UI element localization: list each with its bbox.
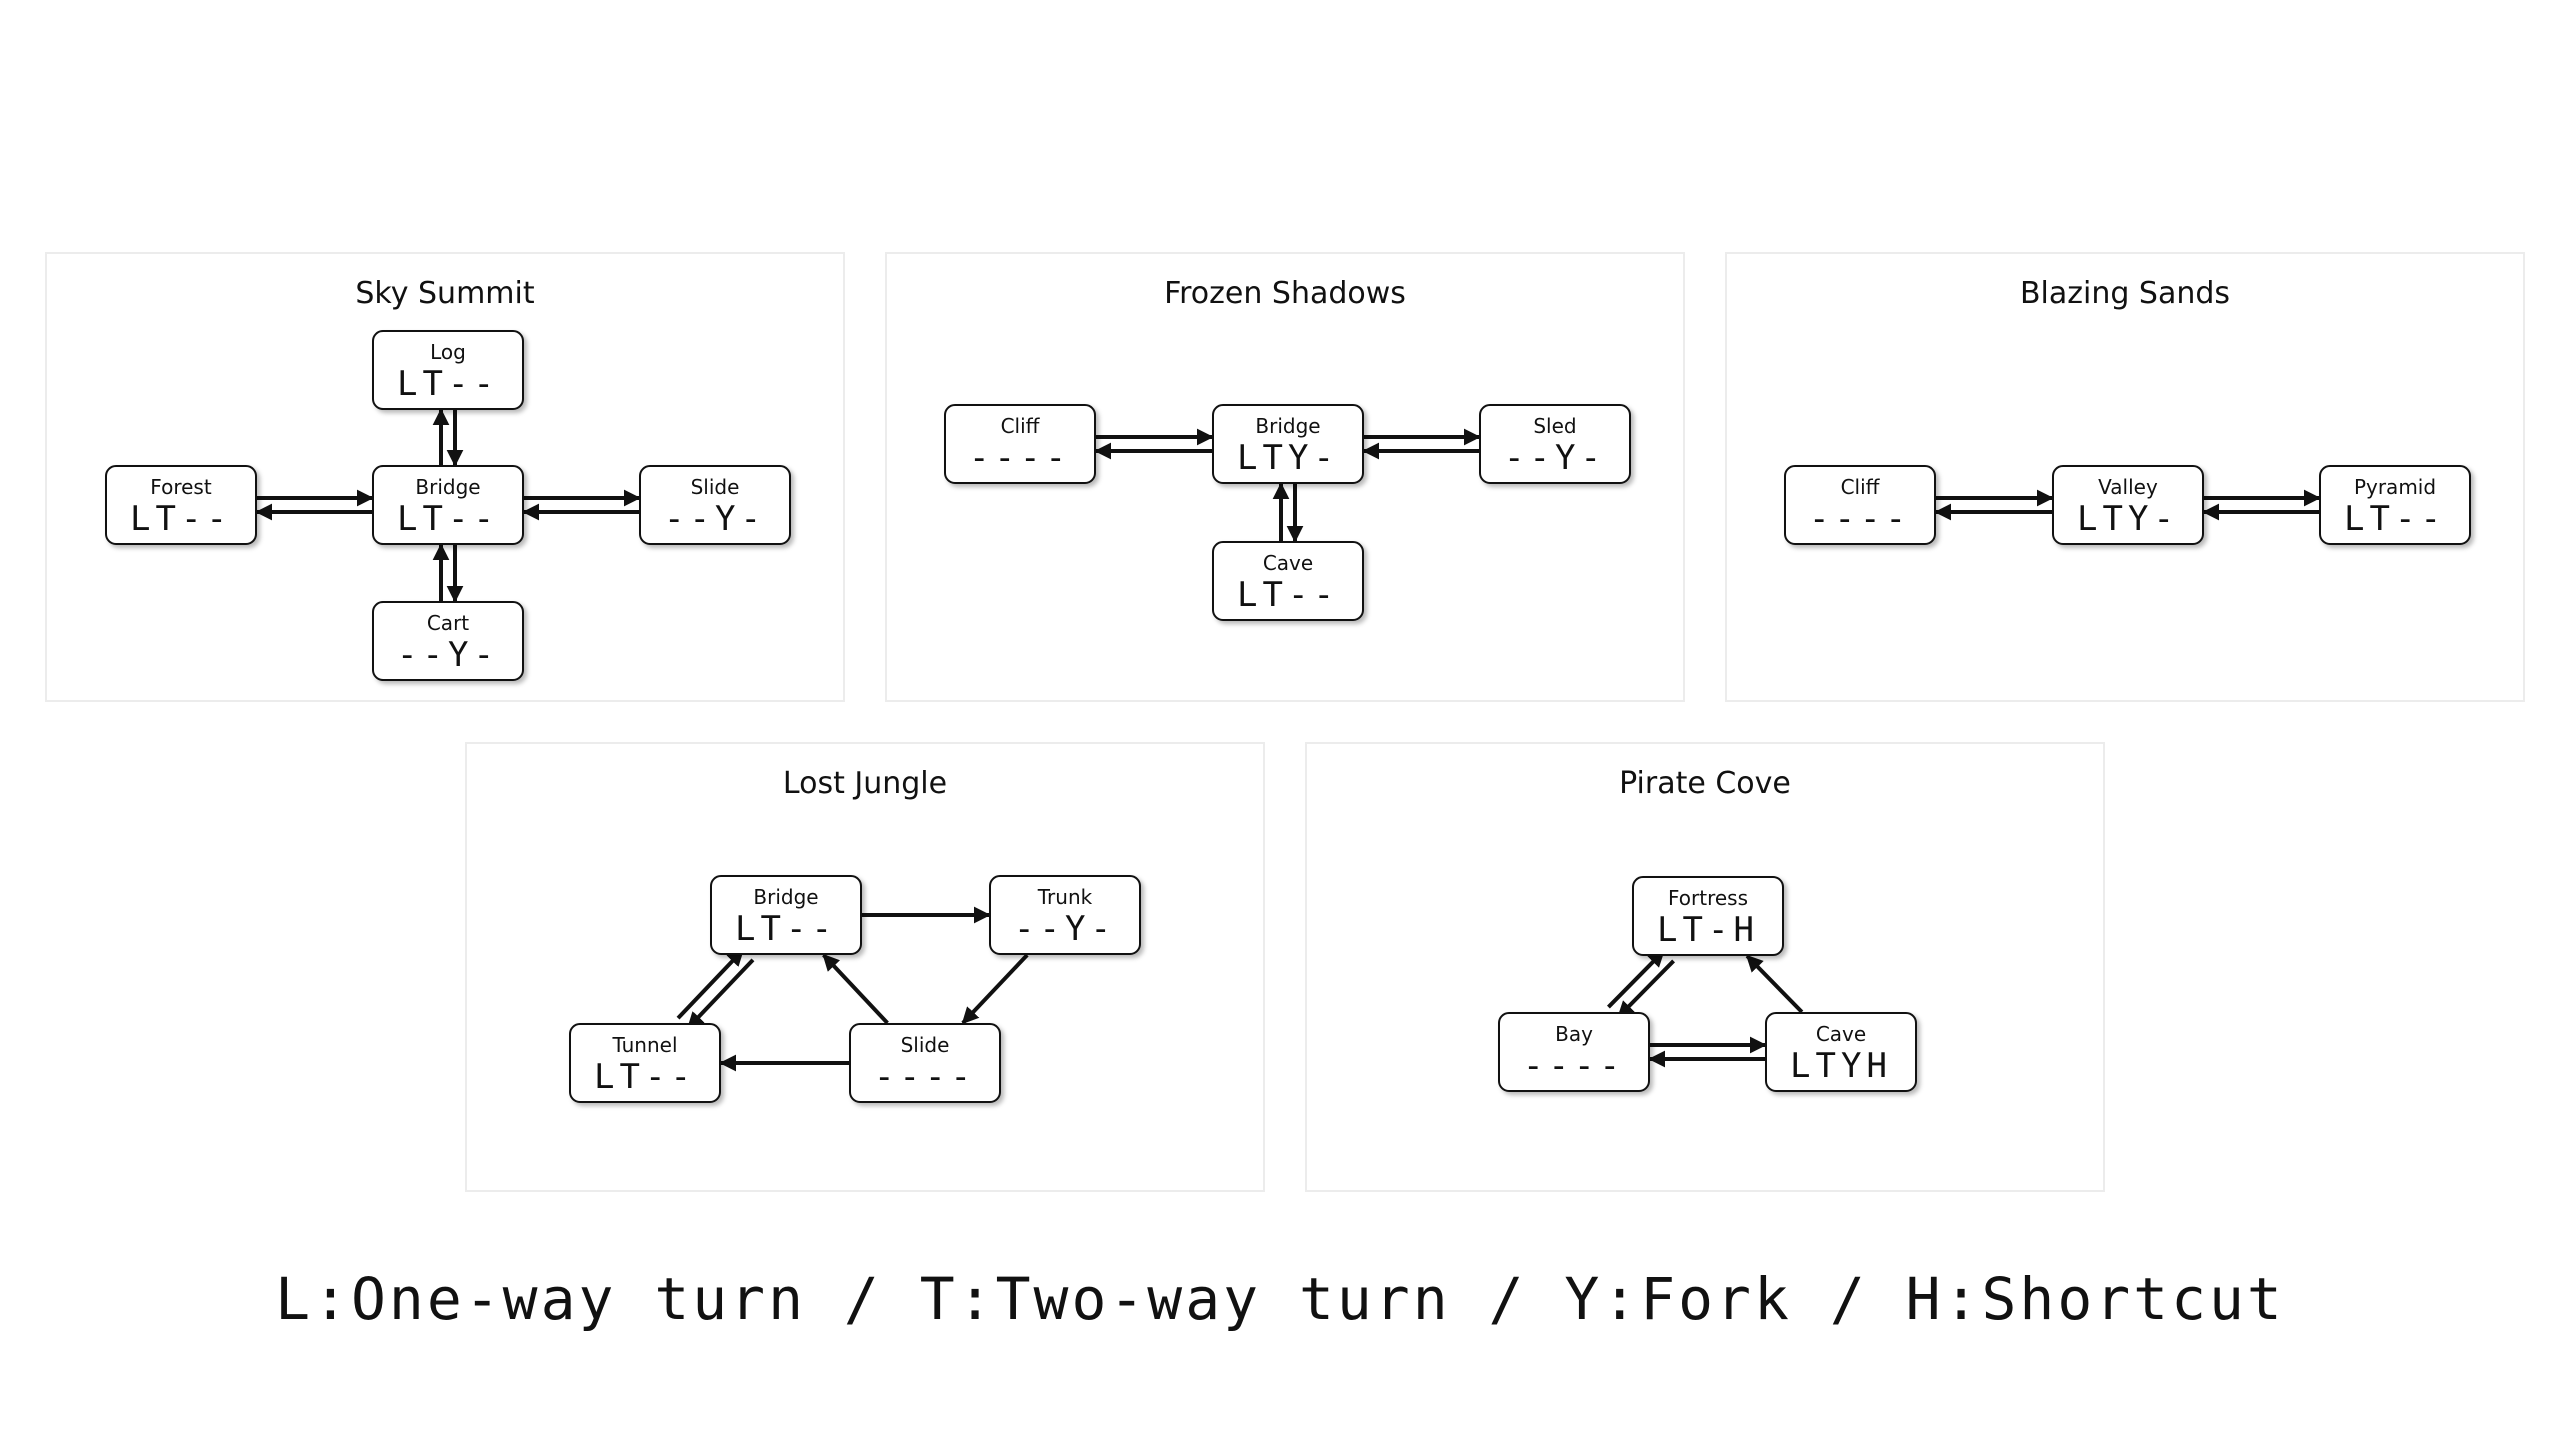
node-code: LT-- [2344,499,2446,539]
node-code: ---- [1523,1046,1625,1086]
node-name: Tunnel [612,1033,678,1057]
node-name: Fortress [1667,886,1749,910]
node-code: LT-H [1657,910,1759,950]
edge-layer [676,906,1029,1072]
legend: L:One-way turn / T:Two-way turn / Y:Fork… [275,1265,2285,1333]
panel-sky-summit: Sky Summit Log LT-- Forest LT-- Bridge L… [45,252,845,702]
node-name: Bridge [1255,414,1321,438]
node-code: LT-- [1237,575,1339,615]
node-name: Sled [1533,414,1577,438]
panel-title: Pirate Cove [1619,766,1791,801]
node-code: ---- [1809,499,1911,539]
node-name: Cliff [1000,414,1040,438]
panel-frozen-shadows: Frozen Shadows Cliff ---- Bridge LTY- Sl… [885,252,1685,702]
edge-cave-to-fortress-arrow [1745,954,1804,1014]
node-code: LT-- [130,499,232,539]
node-valley: Valley LTY- [2052,465,2204,545]
edge-layer [1934,489,2321,521]
node-name: Cliff [1840,475,1880,499]
node-slide: Slide ---- [849,1023,1001,1103]
node-bridge: Bridge LT-- [372,465,524,545]
panel-lost-jungle: Lost Jungle Bridge LT-- Trunk --Y- Tunne… [465,742,1265,1192]
node-code: LT-- [735,909,837,949]
node-code: LT-- [594,1057,696,1097]
node-trunk: Trunk --Y- [989,875,1141,955]
panel-pirate-cove: Pirate Cove Fortress LT-H Bay ---- Cave … [1305,742,2105,1192]
node-code: LT-- [397,364,499,404]
panel-title: Sky Summit [355,276,535,311]
edge-slide-to-bridge-arrow [822,953,889,1025]
node-cave: Cave LTYH [1765,1012,1917,1092]
node-name: Bridge [415,475,481,499]
node-name: Slide [690,475,740,499]
edge-fortress-to-bay-forward-arrow [1616,959,1675,1019]
node-name: Pyramid [2353,475,2437,499]
node-code: --Y- [1014,909,1116,949]
node-code: --Y- [397,635,499,675]
node-bay: Bay ---- [1498,1012,1650,1092]
node-name: Slide [900,1033,950,1057]
node-sled: Sled --Y- [1479,404,1631,484]
panel-title: Frozen Shadows [1164,276,1406,311]
node-bridge: Bridge LTY- [1212,404,1364,484]
node-cliff: Cliff ---- [1784,465,1936,545]
panel-title: Lost Jungle [782,766,948,801]
node-name: Trunk [1037,885,1093,909]
edge-layer [255,408,641,603]
node-log: Log LT-- [372,330,524,410]
node-cart: Cart --Y- [372,601,524,681]
edge-bridge-to-tunnel-forward-arrow [686,958,755,1030]
node-code: LTYH [1790,1046,1892,1086]
node-code: ---- [874,1057,976,1097]
panel-blazing-sands: Blazing Sands Cliff ---- Valley LTY- Pyr… [1725,252,2525,702]
node-cliff: Cliff ---- [944,404,1096,484]
node-fortress: Fortress LT-H [1632,876,1784,956]
node-name: Cave [1815,1022,1867,1046]
node-forest: Forest LT-- [105,465,257,545]
edge-bridge-to-tunnel-backward-arrow [676,948,745,1020]
edge-layer [1094,428,1481,543]
panel-title: Blazing Sands [2019,276,2231,311]
edge-layer [1607,949,1804,1068]
node-code: LTY- [1237,438,1339,478]
node-code: ---- [969,438,1071,478]
node-name: Bay [1555,1022,1593,1046]
node-code: --Y- [664,499,766,539]
node-name: Valley [2098,475,2158,499]
node-pyramid: Pyramid LT-- [2319,465,2471,545]
node-cave: Cave LT-- [1212,541,1364,621]
node-name: Forest [150,475,212,499]
node-code: LTY- [2077,499,2179,539]
node-name: Log [430,340,466,364]
node-name: Cart [426,611,470,635]
node-code: --Y- [1504,438,1606,478]
node-tunnel: Tunnel LT-- [569,1023,721,1103]
node-bridge: Bridge LT-- [710,875,862,955]
node-code: LT-- [397,499,499,539]
edge-trunk-to-slide-arrow [961,953,1029,1025]
node-slide: Slide --Y- [639,465,791,545]
edge-fortress-to-bay-backward-arrow [1607,949,1666,1009]
node-name: Bridge [753,885,819,909]
node-name: Cave [1262,551,1314,575]
